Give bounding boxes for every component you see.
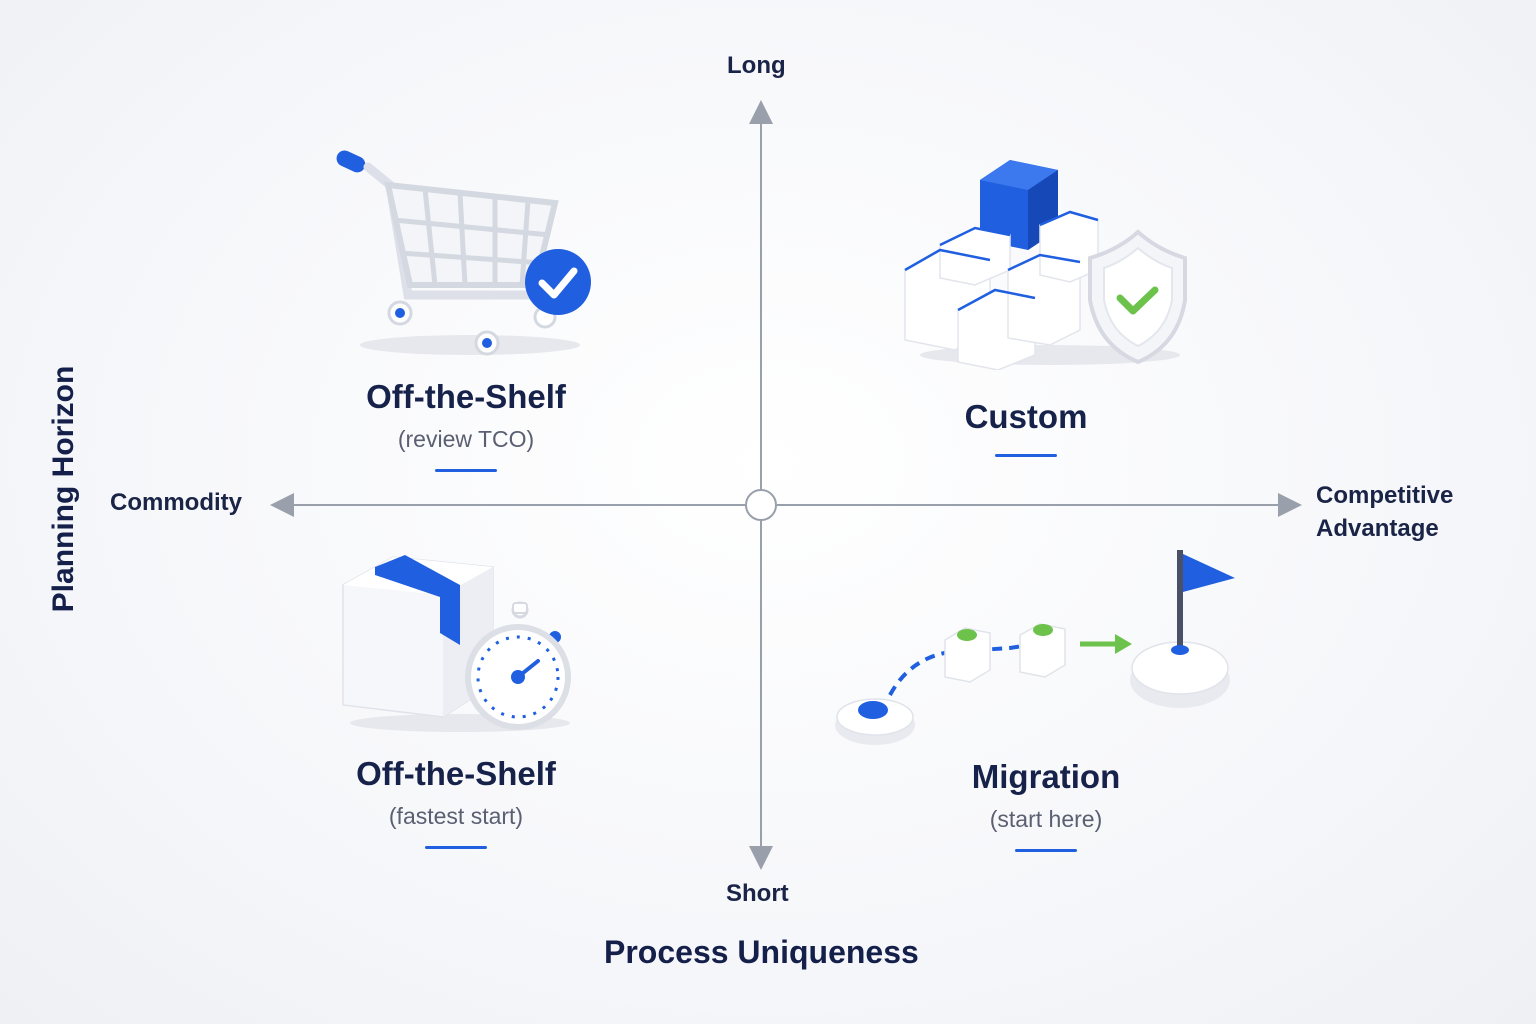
quadrant-underline: [425, 846, 487, 849]
shopping-cart-check-icon: [336, 150, 591, 356]
quadrant-underline: [1015, 849, 1077, 852]
axis-label-long: Long: [727, 52, 786, 79]
quadrant-subtitle: (fastest start): [388, 803, 524, 829]
box-stopwatch-icon: [342, 555, 571, 732]
axis-label-commodity: Commodity: [110, 489, 242, 516]
axis-label-advantage: Advantage: [1316, 515, 1439, 542]
quadrant-subtitle: (start here): [989, 806, 1103, 832]
quadrant-title: Custom: [964, 398, 1088, 435]
quadrant-title: Off-the-Shelf: [356, 755, 556, 792]
axis-origin: [745, 489, 777, 521]
axis-label-competitive: Competitive: [1316, 482, 1454, 509]
quadrant-title: Off-the-Shelf: [366, 378, 566, 415]
vertical-axis-title: Planning Horizon: [47, 365, 80, 613]
path-flag-icon: [835, 550, 1235, 745]
blocks-shield-icon: [904, 160, 1187, 370]
quadrant-underline: [995, 454, 1057, 457]
horizontal-axis-title: Process Uniqueness: [604, 934, 919, 970]
quadrant-bottom-left: Off-the-Shelf (fastest start): [306, 755, 606, 849]
quadrant-top-left: Off-the-Shelf (review TCO): [316, 378, 616, 472]
quadrant-bottom-right: Migration (start here): [896, 758, 1196, 852]
axis-label-short: Short: [726, 880, 789, 907]
quadrant-underline: [435, 469, 497, 472]
quadrant-title: Migration: [971, 758, 1121, 795]
quadrant-top-right: Custom: [876, 398, 1176, 457]
quadrant-subtitle: (review TCO): [397, 426, 535, 452]
